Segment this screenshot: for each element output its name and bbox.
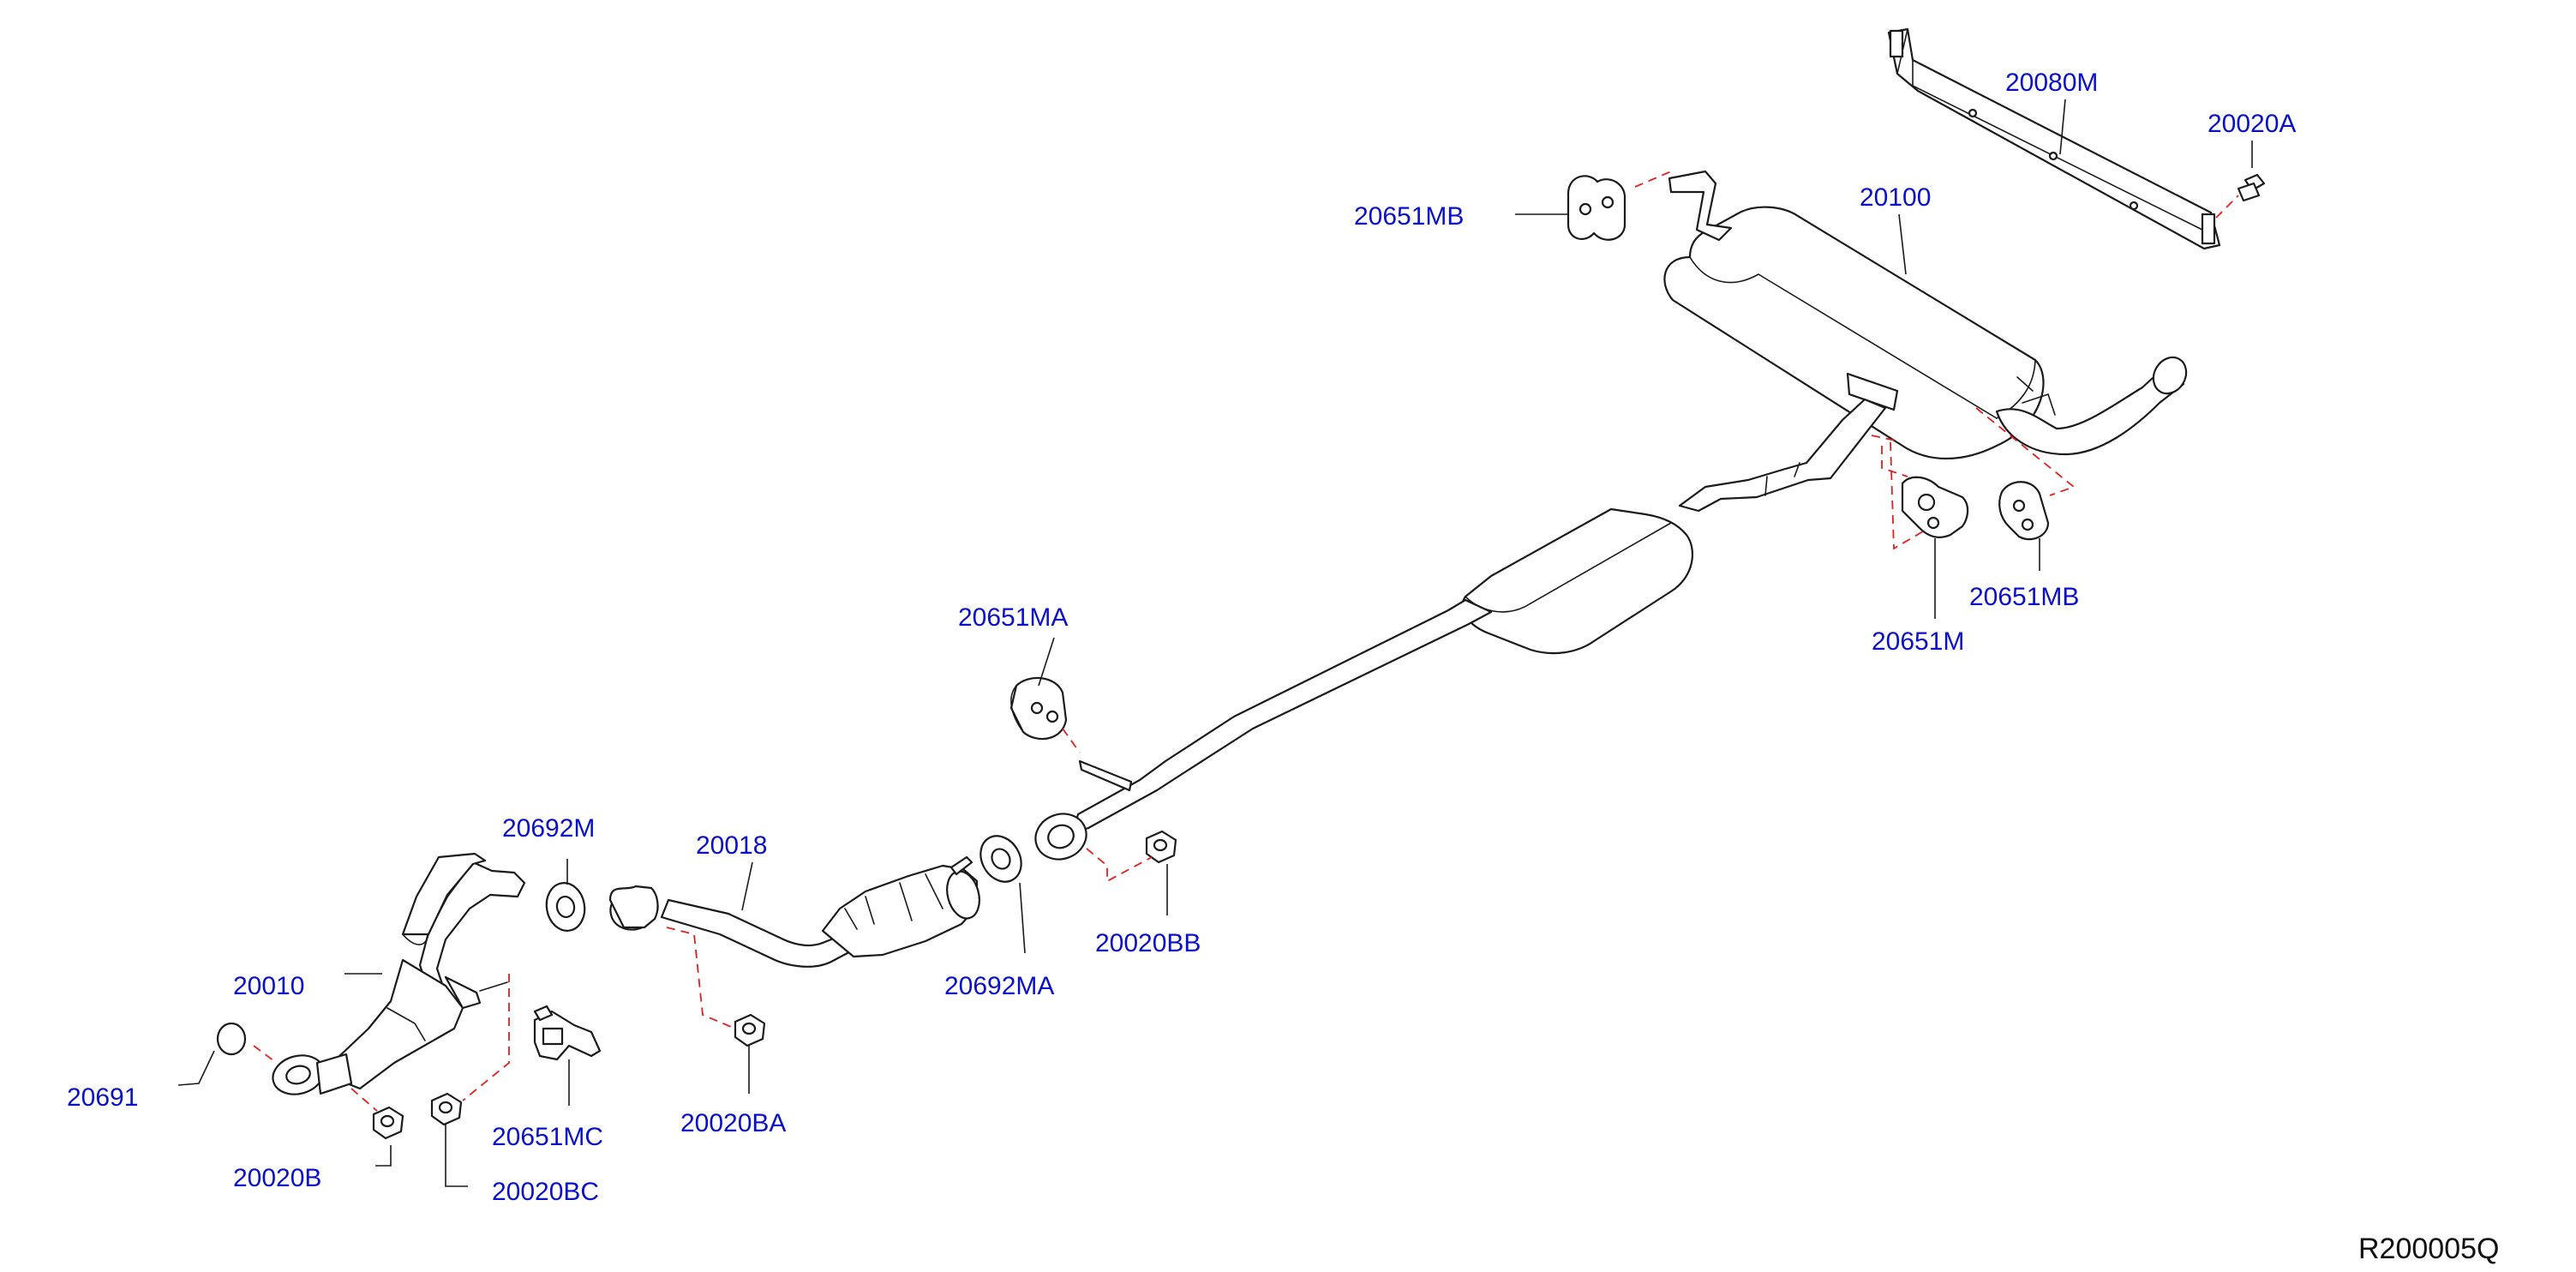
leader-lines [177, 99, 2253, 1187]
gasket-20692m [545, 882, 586, 932]
callout-20691: 20691 [67, 1083, 138, 1112]
main-muffler-20100 [1663, 170, 2188, 459]
callout-20018: 20018 [696, 831, 767, 860]
nut-20020b [372, 1106, 404, 1140]
callout-20692ma: 20692MA [944, 972, 1054, 1000]
center-pipe-resonator [1034, 398, 1887, 861]
mount-20651m [1901, 476, 1969, 538]
mount-20651ma [1009, 676, 1068, 741]
mount-20651mb-right [1998, 481, 2050, 541]
callout-20651m: 20651M [1872, 627, 1964, 656]
gasket-20691 [216, 1022, 247, 1056]
front-pipe-20010 [272, 852, 526, 1095]
heat-shield-20080m [1887, 27, 2221, 250]
nut-20020ba [734, 1013, 766, 1047]
gasket-20692ma [979, 835, 1022, 883]
callout-20651mc: 20651MC [492, 1123, 603, 1151]
callout-20020bb: 20020BB [1095, 929, 1201, 957]
mount-20651mb-top [1567, 175, 1626, 241]
diagram-reference-code: R200005Q [2358, 1233, 2499, 1265]
nut-20020bc [430, 1092, 463, 1126]
catalyst-pipe-20018 [608, 855, 980, 968]
hanger-bracket-20651mc [533, 1005, 602, 1061]
callout-20020ba: 20020BA [680, 1109, 786, 1137]
callout-20020bc: 20020BC [492, 1178, 599, 1206]
callout-20651mb-top: 20651MB [1354, 202, 1464, 231]
callout-20010: 20010 [233, 972, 304, 1000]
callout-labels: 20080M 20020A 20651MB 20100 20651MA 2065… [67, 69, 2296, 1206]
callout-20020a: 20020A [2208, 110, 2296, 138]
nut-20020bb [1145, 830, 1177, 864]
callout-20651mb-right: 20651MB [1969, 583, 2079, 611]
bolt-20020a [2237, 173, 2266, 202]
callout-20080m: 20080M [2005, 69, 2098, 97]
callout-20692m: 20692M [502, 814, 595, 843]
callout-20020b: 20020B [233, 1164, 321, 1192]
callout-20651ma: 20651MA [958, 603, 1068, 632]
callout-20100: 20100 [1860, 183, 1931, 212]
assembly-dash-lines [253, 171, 2239, 1112]
